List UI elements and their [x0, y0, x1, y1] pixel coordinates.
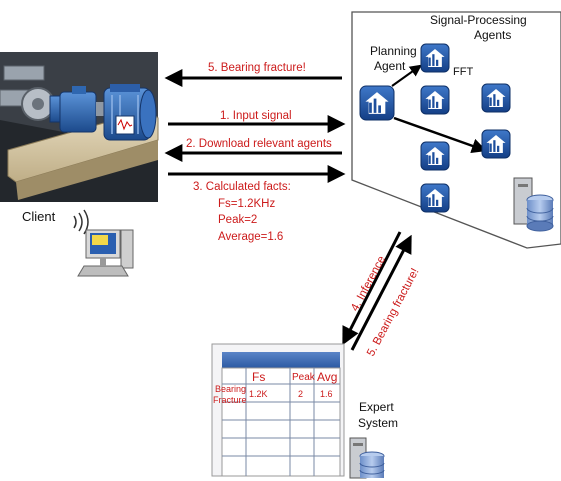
- message-3-average: Average=1.6: [218, 231, 283, 243]
- table-cell-peak: 2: [298, 389, 303, 399]
- table-header-fs: Fs: [252, 370, 265, 384]
- table-cell-fs: 1.2K: [249, 389, 268, 399]
- sp-agent-icon: [481, 129, 511, 159]
- message-2: 2. Download relevant agents: [186, 138, 332, 150]
- sp-agent-icon: [420, 85, 450, 115]
- planning-agent-label-2: Agent: [374, 59, 406, 73]
- message-1: 1. Input signal: [220, 110, 292, 122]
- expert-system-table: Fs Peak Avg Bearing Fracture 1.2K 2 1.6: [211, 343, 345, 477]
- table-row-label: Bearing: [215, 384, 246, 394]
- wireless-signal-icon: [73, 209, 89, 235]
- expert-system-label-2: System: [358, 416, 398, 430]
- arrow-bearing-fracture-diag: [350, 234, 412, 351]
- table-header-avg: Avg: [317, 370, 337, 384]
- sp-agent-icon: [420, 141, 450, 171]
- fft-agent-icon: [420, 43, 450, 73]
- expert-database-icon: [349, 437, 385, 479]
- pump-motor-illustration: [0, 52, 159, 202]
- message-3-peak: Peak=2: [218, 214, 257, 226]
- message-3-title: 3. Calculated facts:: [193, 181, 291, 193]
- client-label: Client: [22, 209, 56, 224]
- client-computer-icon: [77, 229, 134, 277]
- table-cell-avg: 1.6: [320, 389, 333, 399]
- fft-label: FFT: [453, 66, 473, 78]
- agent-platform-panel: [351, 11, 561, 249]
- message-5-top: 5. Bearing fracture!: [208, 62, 306, 74]
- arrow-inference: [342, 231, 402, 346]
- planning-to-agent-arrow: [393, 116, 487, 154]
- planning-to-fft-arrow: [391, 64, 422, 87]
- sp-agent-icon: [420, 183, 450, 213]
- message-4-inference: 4. Inference: [349, 254, 388, 313]
- table-row-label-2: Fracture: [213, 395, 247, 405]
- signal-processing-agents-label: Signal-Processing: [430, 13, 527, 27]
- database-icon: [513, 177, 554, 232]
- signal-processing-agents-label-2: Agents: [474, 28, 511, 42]
- message-3-fs: Fs=1.2KHz: [218, 198, 275, 210]
- planning-agent-icon: [359, 85, 395, 121]
- expert-system-label: Expert: [359, 400, 394, 414]
- planning-agent-label: Planning: [370, 44, 417, 58]
- table-header-peak: Peak: [292, 372, 316, 383]
- sp-agent-icon: [481, 83, 511, 113]
